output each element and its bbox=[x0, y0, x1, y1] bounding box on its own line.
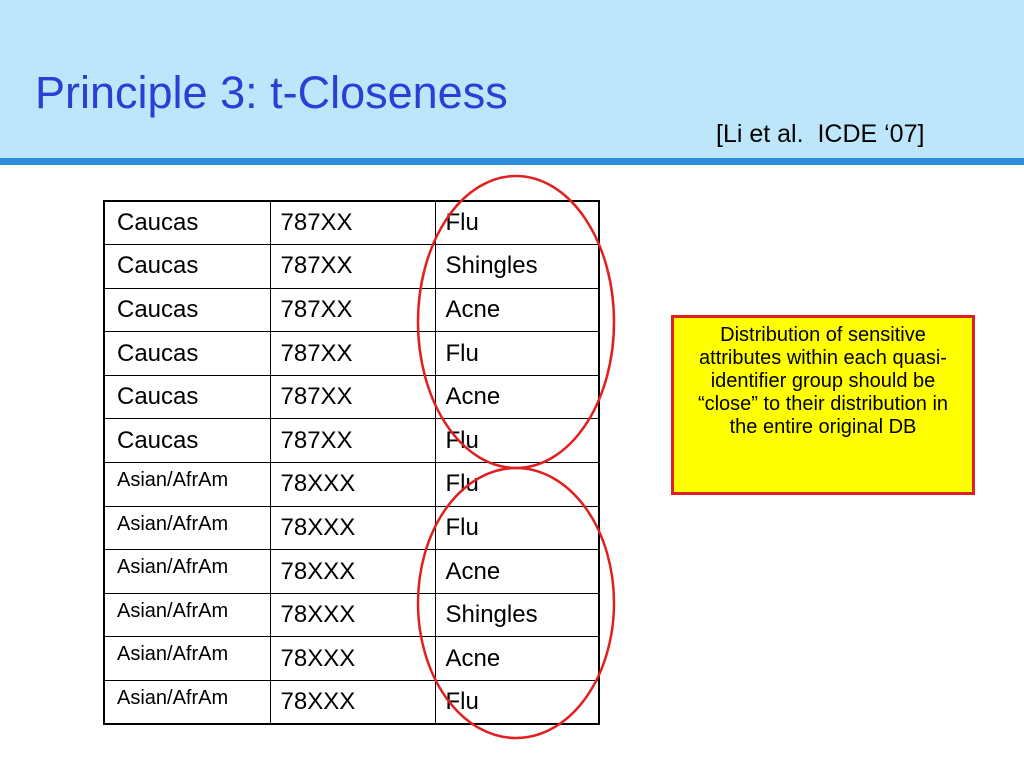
citation: [Li et al. ICDE ‘07] bbox=[716, 120, 925, 148]
zip-cell: 787XX bbox=[269, 418, 436, 464]
ethnicity-cell: Caucas bbox=[103, 418, 271, 464]
ethnicity-cell: Asian/AfrAm bbox=[103, 636, 271, 682]
definition-callout: Distribution of sensitive attributes wit… bbox=[671, 315, 975, 495]
zip-cell: 787XX bbox=[269, 200, 436, 246]
zip-cell: 78XXX bbox=[269, 549, 436, 594]
slide-header bbox=[0, 0, 1024, 160]
ethnicity-cell: Caucas bbox=[103, 287, 271, 333]
disease-cell: Acne bbox=[434, 549, 600, 594]
zip-cell: 78XXX bbox=[269, 680, 436, 725]
disease-cell: Flu bbox=[434, 505, 600, 551]
disease-cell: Shingles bbox=[434, 592, 600, 638]
disease-cell: Acne bbox=[434, 636, 600, 682]
zip-cell: 78XXX bbox=[269, 592, 436, 638]
disease-cell: Shingles bbox=[434, 244, 600, 289]
zip-cell: 78XXX bbox=[269, 636, 436, 682]
zip-cell: 787XX bbox=[269, 374, 436, 420]
ethnicity-cell: Caucas bbox=[103, 374, 271, 420]
disease-cell: Flu bbox=[434, 200, 600, 246]
ethnicity-cell: Caucas bbox=[103, 200, 271, 246]
disease-cell: Flu bbox=[434, 462, 600, 507]
header-rule bbox=[0, 158, 1024, 165]
slide-title: Principle 3: t-Closeness bbox=[35, 67, 508, 118]
disease-cell: Acne bbox=[434, 374, 600, 420]
zip-cell: 78XXX bbox=[269, 462, 436, 507]
zip-cell: 787XX bbox=[269, 331, 436, 376]
zip-cell: 787XX bbox=[269, 287, 436, 333]
ethnicity-cell: Asian/AfrAm bbox=[103, 462, 271, 507]
disease-cell: Flu bbox=[434, 418, 600, 464]
ethnicity-cell: Caucas bbox=[103, 244, 271, 289]
callout-text: Distribution of sensitive attributes wit… bbox=[697, 324, 949, 438]
zip-cell: 78XXX bbox=[269, 505, 436, 551]
ethnicity-cell: Asian/AfrAm bbox=[103, 680, 271, 725]
ethnicity-cell: Asian/AfrAm bbox=[103, 549, 271, 594]
ethnicity-cell: Caucas bbox=[103, 331, 271, 376]
zip-cell: 787XX bbox=[269, 244, 436, 289]
disease-cell: Flu bbox=[434, 331, 600, 376]
disease-cell: Flu bbox=[434, 680, 600, 725]
ethnicity-cell: Asian/AfrAm bbox=[103, 505, 271, 551]
disease-cell: Acne bbox=[434, 287, 600, 333]
ethnicity-cell: Asian/AfrAm bbox=[103, 592, 271, 638]
